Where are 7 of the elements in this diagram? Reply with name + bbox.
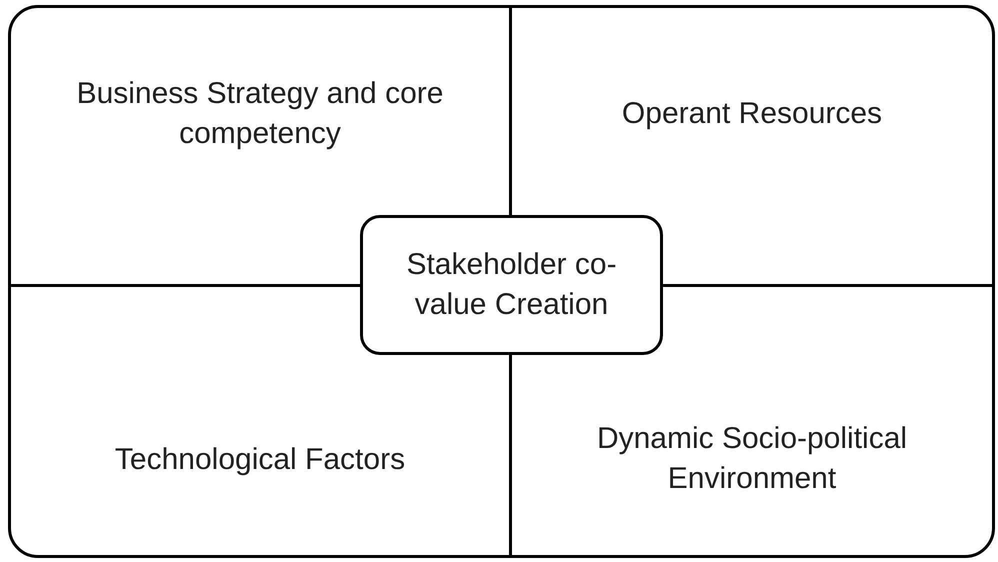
quadrant-label: Operant Resources: [622, 96, 882, 132]
center-label: Stakeholder co-value Creation: [405, 247, 618, 323]
quadrant-label: Dynamic Socio-political Environment: [596, 421, 908, 497]
center-box: [360, 215, 663, 355]
quadrant-label: Technological Factors: [114, 442, 406, 478]
quadrant-label: Business Strategy and core competency: [76, 76, 444, 152]
outer-frame: [8, 5, 995, 558]
